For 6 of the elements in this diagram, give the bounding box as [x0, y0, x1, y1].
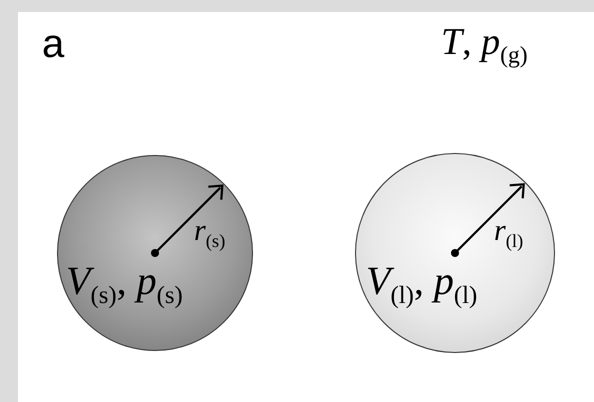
volume-pressure-label: V$_{(s)}$, p$_{(s)}$ — [66, 257, 183, 310]
volume-pressure-label: V$_{(l)}$, p$_{(l)}$ — [366, 257, 478, 310]
radius-label: r$_{(l)}$ — [494, 214, 524, 253]
radius-label: r$_{(s)}$ — [194, 214, 226, 253]
conditions-label: T, p$_{(g)}$ — [441, 20, 528, 70]
panel-letter: a — [42, 22, 64, 67]
